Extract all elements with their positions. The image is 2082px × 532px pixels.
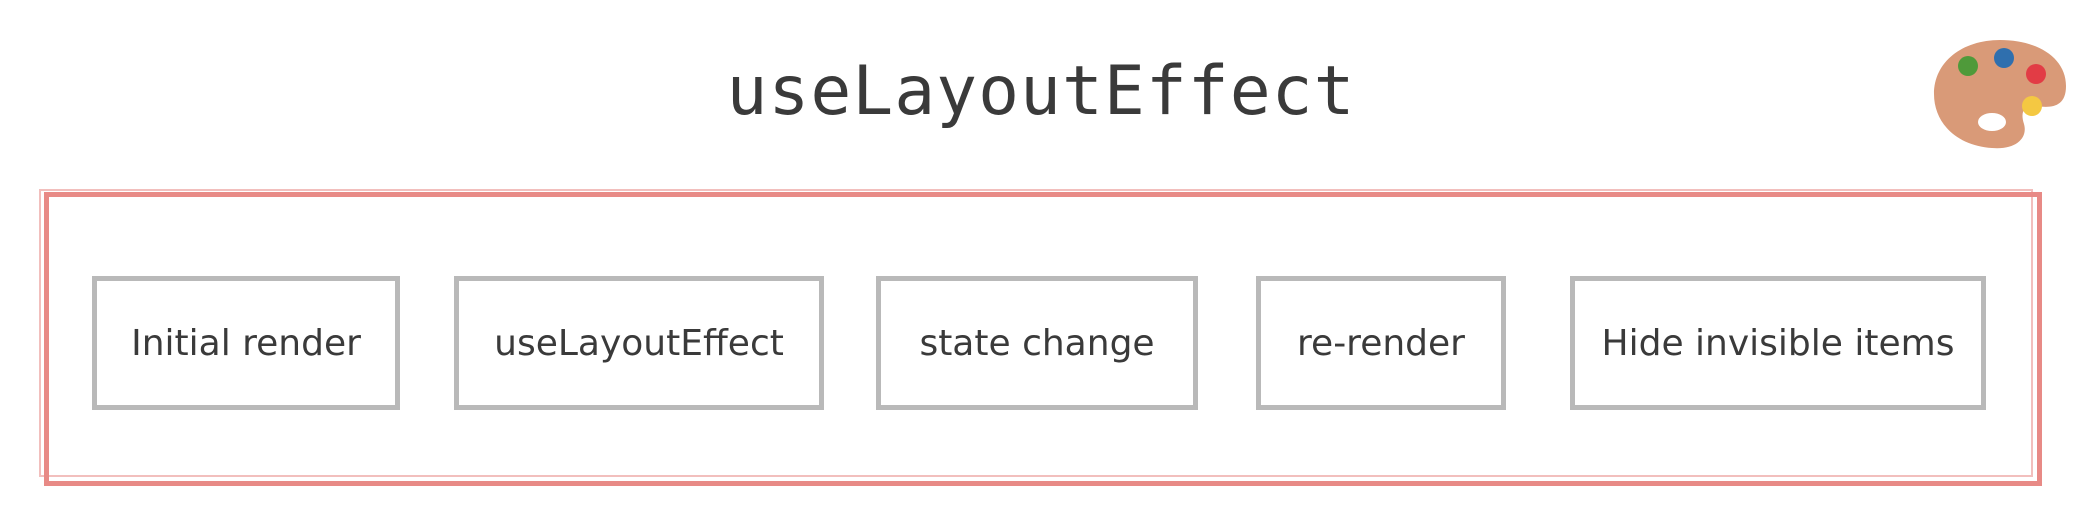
- step-initial-render: Initial render: [92, 276, 400, 410]
- step-label: Hide invisible items: [1601, 322, 1955, 364]
- step-hide-invisible-items: Hide invisible items: [1570, 276, 1986, 410]
- step-state-change: state change: [876, 276, 1198, 410]
- step-label: Initial render: [131, 322, 361, 364]
- step-label: useLayoutEffect: [494, 322, 784, 364]
- step-use-layout-effect: useLayoutEffect: [454, 276, 824, 410]
- step-label: state change: [919, 322, 1155, 364]
- step-re-render: re-render: [1256, 276, 1506, 410]
- diagram-title: useLayoutEffect: [726, 52, 1356, 131]
- palette-icon: [1934, 40, 2066, 149]
- step-label: re-render: [1297, 322, 1465, 364]
